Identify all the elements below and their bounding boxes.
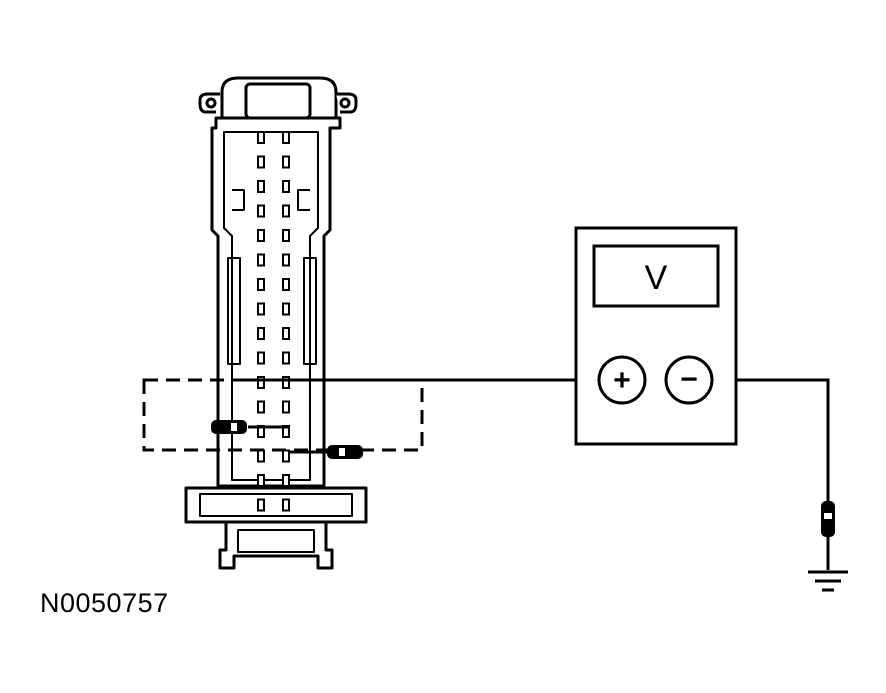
pin-cavity	[257, 327, 265, 340]
pin-cavity	[282, 155, 290, 169]
pin-cavity	[257, 498, 265, 512]
pin-cavity	[282, 180, 290, 193]
pin-cavity	[257, 155, 265, 169]
pin-cavity	[282, 253, 290, 267]
pin-cavity	[257, 180, 265, 193]
pin-cavity	[257, 131, 265, 144]
pin-cavity	[282, 204, 290, 218]
positive-terminal-label: +	[613, 364, 631, 397]
pin-cavity	[257, 400, 265, 414]
voltmeter-display-symbol: V	[645, 259, 668, 297]
negative-terminal-label: −	[680, 363, 698, 396]
voltmeter-display	[592, 244, 720, 308]
positive-terminal	[597, 355, 647, 405]
pin-cavity	[282, 131, 290, 144]
pin-cavity	[257, 449, 265, 463]
pin-cavity	[257, 253, 265, 267]
pin-cavity	[257, 302, 265, 316]
pin-cavity	[282, 376, 290, 389]
pin-cavity	[282, 327, 290, 340]
connector-housing	[184, 76, 368, 570]
test-leads	[240, 378, 830, 570]
figure-reference-code: N0050757	[40, 588, 169, 618]
pin-cavity	[282, 474, 290, 487]
pin-cavity	[257, 204, 265, 218]
pin-cavity	[257, 229, 265, 242]
pin-cavity	[282, 302, 290, 316]
pin-cavity	[282, 278, 290, 291]
probe-tips	[211, 420, 835, 537]
pin-cavity	[282, 498, 290, 512]
ground-icon	[808, 570, 848, 592]
pin-cavity	[257, 376, 265, 389]
pin-cavity	[282, 449, 290, 463]
pin-cavity	[257, 474, 265, 487]
voltmeter: V + −	[574, 226, 738, 446]
pin-cavity	[282, 351, 290, 365]
pin-cavity	[282, 400, 290, 414]
pin-cavity	[282, 229, 290, 242]
pin-cavities	[257, 131, 290, 512]
pin-cavity	[257, 351, 265, 365]
pin-cavity	[257, 278, 265, 291]
negative-terminal	[664, 355, 714, 405]
